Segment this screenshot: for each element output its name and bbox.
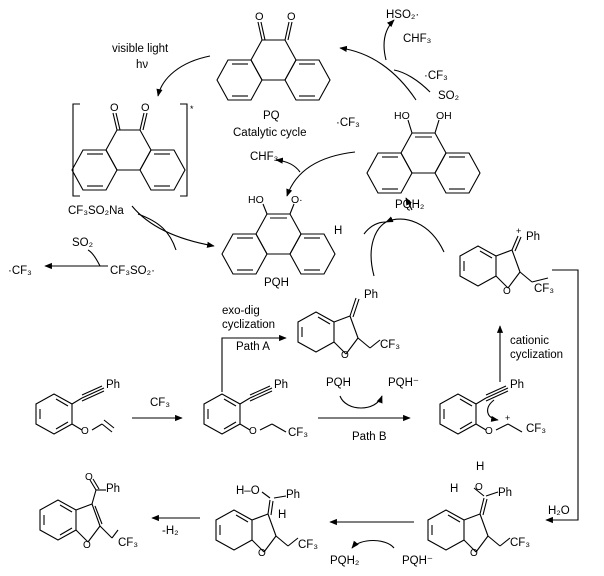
catalytic-cycle-label: Catalytic cycle (233, 127, 307, 139)
path-a-label: Path A (236, 341, 270, 353)
pqh2-structure (366, 119, 481, 194)
svg-text:HO: HO (394, 110, 410, 122)
cf3-reagent-label: CF₃ (150, 397, 171, 409)
visible-light-label: visible light (112, 43, 169, 55)
ph-cation-b-label: Ph (510, 379, 525, 391)
svg-text:O: O (83, 540, 91, 551)
final-product-structure (39, 478, 119, 543)
ph-bottom-left-label: Ph (106, 483, 121, 495)
svg-text:HO: HO (248, 194, 264, 206)
svg-text:O: O (503, 286, 511, 297)
pqh-label: PQH (264, 277, 289, 289)
pqh-radical-structure (221, 203, 336, 275)
so2-left-label: SO₂ (72, 237, 94, 249)
svg-text:O: O (258, 548, 266, 559)
path-b-cation-structure (439, 385, 523, 435)
h2o-label: H₂O (548, 505, 570, 517)
cationic-label: cationic (510, 335, 549, 347)
cf3-top-right-label: CF₃ (534, 283, 555, 295)
pq-structure (216, 21, 331, 101)
cf3-enol-label: CF₃ (298, 539, 319, 551)
svg-text:O: O (85, 472, 93, 483)
h-oxonium-label: H (476, 461, 485, 473)
pq-label: PQ (263, 110, 280, 122)
cf3-cation-b-label: CF₃ (526, 423, 547, 435)
svg-text:O: O (341, 350, 349, 361)
ph-path-a-label: Ph (364, 289, 379, 301)
svg-text:O: O (110, 102, 119, 114)
svg-text:O: O (485, 426, 493, 437)
starting-material-structure (35, 385, 115, 435)
exo-dig-label: exo-dig (222, 305, 260, 317)
path-a-radical-structure (297, 297, 381, 355)
pqh2-bottom-label: PQH₂ (330, 555, 360, 567)
ph-start-label: Ph (106, 379, 121, 391)
enol-intermediate-structure (215, 491, 299, 553)
cf3-oxonium-label: CF₃ (510, 537, 531, 549)
cf3-radical-label: CF₃ (288, 427, 309, 439)
svg-text:+: + (516, 226, 521, 236)
cationic-cyclization-label: cyclization (510, 349, 564, 361)
cyclization-label: cyclization (222, 319, 276, 331)
so2-top-label: SO₂ (438, 90, 460, 102)
cf3-bottom-left-label: CF₃ (118, 537, 139, 549)
cf3so2na-label: CF₃SO₂Na (68, 205, 124, 217)
svg-text:O: O (470, 548, 478, 559)
ph-oxonium-label: Ph (498, 487, 513, 499)
radical-intermediate-structure (203, 385, 287, 435)
ph-enol-label: Ph (286, 489, 301, 501)
cf3so2-radical-label: CF₃SO₂· (110, 265, 155, 277)
svg-text:O: O (141, 102, 150, 114)
svg-text:OH: OH (436, 110, 452, 122)
svg-text:+: + (505, 413, 510, 423)
svg-text:O: O (249, 426, 257, 437)
svg-text:O: O (81, 426, 89, 437)
hv-label: hν (136, 59, 149, 71)
pq-excited-structure (71, 103, 188, 197)
chf3-mid-label: CHF₃ (250, 151, 279, 163)
cf3-mid-label: ·CF₃ (336, 117, 360, 129)
pqh-radical-b-label: PQH (326, 377, 351, 389)
h-enol-label: H–O (236, 485, 260, 497)
ph-radical-label: Ph (274, 379, 289, 391)
svg-text:O: O (287, 11, 296, 23)
path-b-label: Path B (352, 431, 387, 443)
svg-text:O·: O· (291, 194, 303, 206)
cf3-top-label: ·CF₃ (424, 70, 448, 82)
h-ring-label: H (278, 509, 287, 521)
hso2-label: HSO₂· (386, 9, 420, 21)
oxonium-intermediate-structure (427, 487, 511, 553)
cf3-path-a-label: CF₃ (380, 339, 401, 351)
h-transfer-label: H (334, 225, 343, 237)
pqh-anion-bottom-label: PQH⁻ (402, 555, 433, 567)
svg-text:*: * (190, 104, 194, 114)
h-plus-oxonium-label: H (450, 483, 459, 495)
ph-top-right-label: Ph (526, 231, 541, 243)
vinyl-cation-structure (459, 235, 549, 289)
pqh-anion-b-label: PQH⁻ (388, 377, 419, 389)
pqh2-top-label: PQH₂ (395, 199, 425, 211)
svg-text:O: O (475, 482, 483, 493)
svg-text:O: O (255, 11, 264, 23)
chf3-top-label: CHF₃ (403, 33, 432, 45)
cf3-left-label: ·CF₃ (8, 265, 32, 277)
minus-h2-label: -H₂ (162, 525, 179, 537)
